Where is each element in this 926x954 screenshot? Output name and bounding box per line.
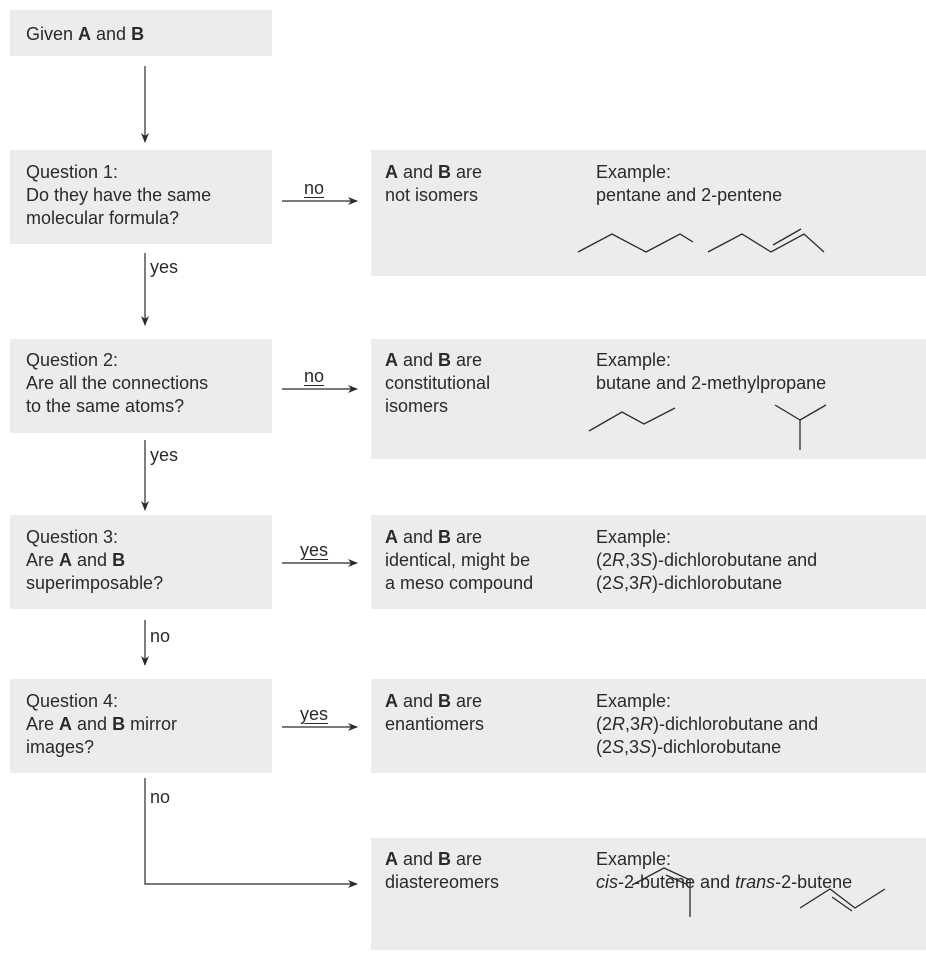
trans-2-butene-structure xyxy=(799,888,886,912)
question-2-text: Question 2: Are all the connections to t… xyxy=(26,350,209,416)
2-pentene-structure xyxy=(707,233,825,253)
result-3-example: Example: (2R,3S)-dichlorobutane and (2S,… xyxy=(596,527,818,593)
result-3-conclusion: A and B are identical, might be a meso c… xyxy=(385,527,534,593)
result-3-box: A and B are identical, might be a meso c… xyxy=(371,515,926,609)
result-4-conclusion: A and B are enantiomers xyxy=(385,691,485,734)
result-4-example: Example: (2R,3R)-dichlorobutane and (2S,… xyxy=(596,691,819,757)
q4-no-label: no xyxy=(150,787,171,807)
question-4-box: Question 4: Are A and B mirror images? xyxy=(10,679,272,773)
question-1-box: Question 1: Do they have the same molecu… xyxy=(10,150,272,244)
start-label: Given A and B xyxy=(26,24,145,44)
result-2-example: Example: butane and 2-methylpropane xyxy=(596,350,827,393)
cis-2-butene-structure xyxy=(631,867,691,917)
result-4-box: A and B are enantiomers Example: (2R,3R)… xyxy=(371,679,926,773)
result-5-conclusion: A and B are diastereomers xyxy=(385,849,500,892)
result-2-box: A and B are constitutional isomers Examp… xyxy=(371,339,926,459)
2-methylpropane-structure xyxy=(774,404,827,450)
start-box: Given A and B xyxy=(10,10,272,56)
q3-no-label: no xyxy=(150,626,171,646)
q4-yes-label: yes xyxy=(300,704,329,724)
pentane-structure xyxy=(577,233,694,253)
result-2-conclusion: A and B are constitutional isomers xyxy=(385,350,491,416)
question-2-box: Question 2: Are all the connections to t… xyxy=(10,339,272,433)
q2-no-label: no xyxy=(304,366,325,386)
arrow-q4-to-result5 xyxy=(144,778,358,888)
result-5-box: A and B are diastereomers Example: cis-2… xyxy=(371,838,926,950)
q1-yes-label: yes xyxy=(150,257,179,277)
q3-yes-label: yes xyxy=(300,540,329,560)
result-1-example: Example: pentane and 2-pentene xyxy=(596,162,783,205)
question-3-box: Question 3: Are A and B superimposable? xyxy=(10,515,272,609)
question-4-text: Question 4: Are A and B mirror images? xyxy=(26,691,178,757)
question-3-text: Question 3: Are A and B superimposable? xyxy=(26,527,164,593)
question-1-text: Question 1: Do they have the same molecu… xyxy=(26,162,212,228)
q1-no-label: no xyxy=(304,178,325,198)
butane-structure xyxy=(588,407,676,432)
result-1-box: A and B are not isomers Example: pentane… xyxy=(371,150,926,276)
result-1-conclusion: A and B are not isomers xyxy=(385,162,483,205)
q2-yes-label: yes xyxy=(150,445,179,465)
